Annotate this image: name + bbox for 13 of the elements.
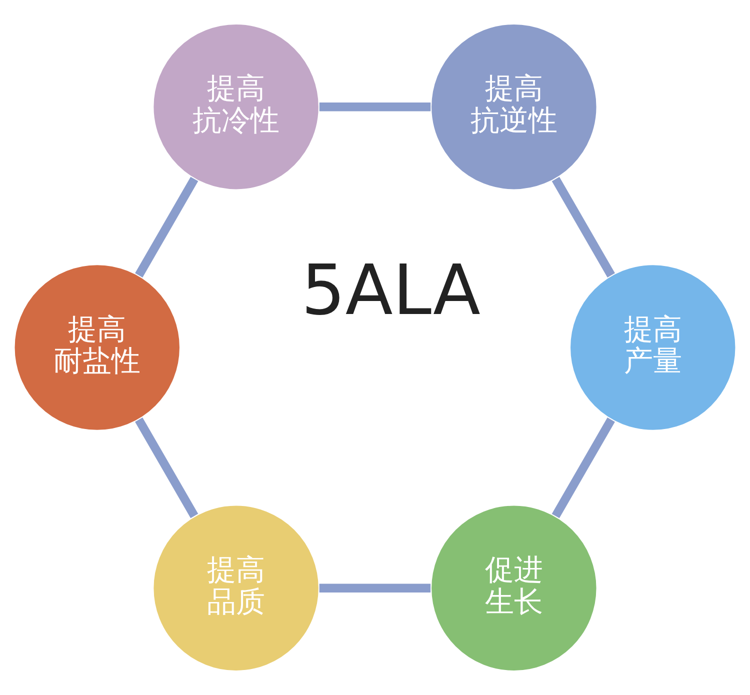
node-circle: 提高品质 [152,504,320,672]
node-circle: 提高耐盐性 [13,264,181,432]
label: 5ALA [301,251,480,332]
connector [135,417,198,518]
connector [135,176,198,278]
node-circle: 促进生长 [430,504,598,672]
connector [319,584,431,592]
node-circle: 提高产量 [569,264,737,432]
connector [552,176,615,278]
node-circle: 提高抗冷性 [152,23,320,191]
connector [319,102,431,112]
node-circle: 提高抗逆性 [430,23,598,191]
connector [552,418,615,518]
